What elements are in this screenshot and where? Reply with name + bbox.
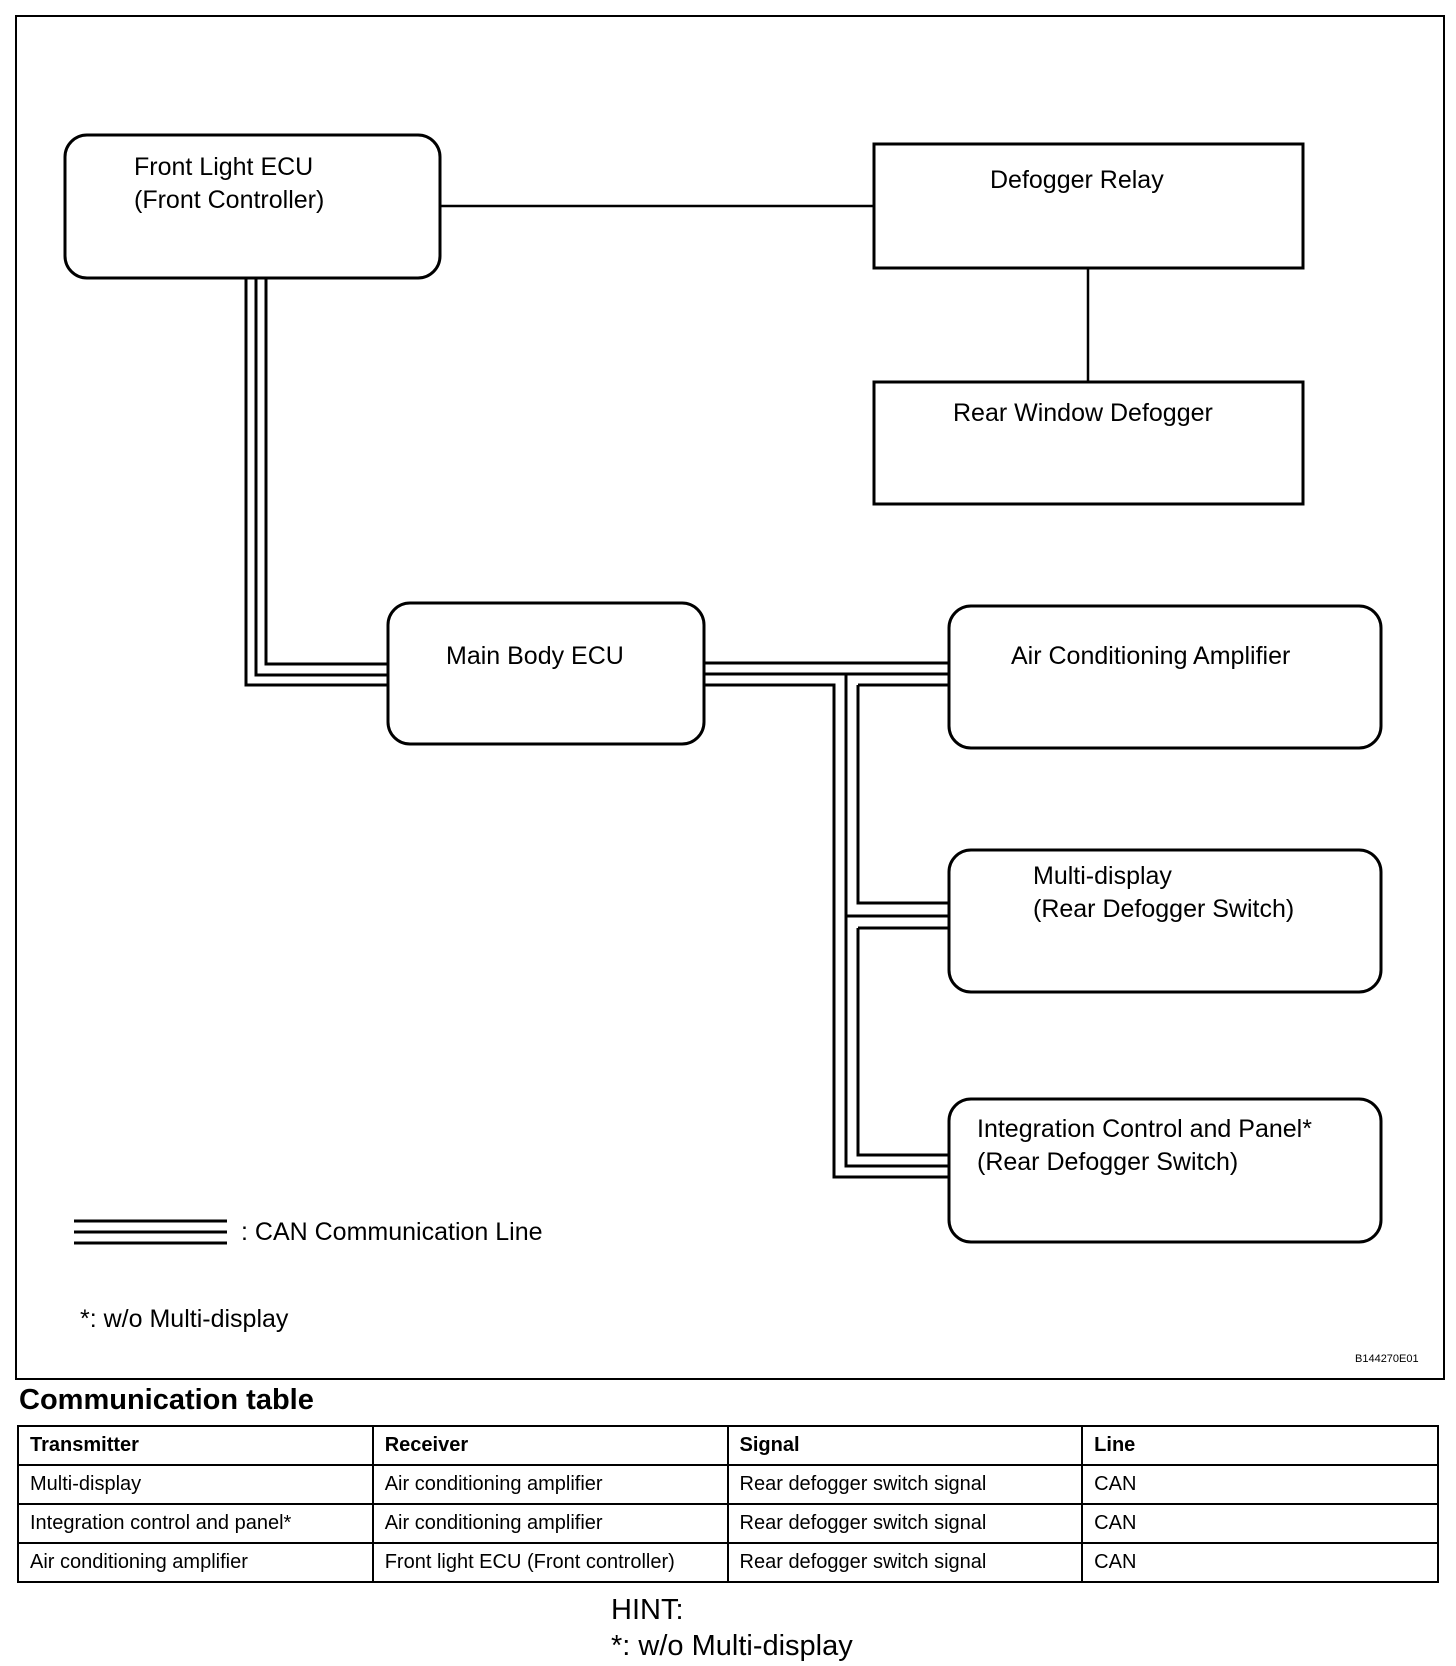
figure-code: B144270E01 — [1355, 1353, 1419, 1365]
node-label-air-conditioning-amplifier: Air Conditioning Amplifier — [1011, 642, 1290, 670]
column-header-signal: Signal — [726, 1425, 1084, 1466]
node-multi-display: Multi-display (Rear Defogger Switch) — [947, 848, 1383, 994]
system-diagram: Front Light ECU (Front Controller) Defog… — [15, 15, 1445, 1380]
node-label-defogger-relay: Defogger Relay — [990, 166, 1164, 194]
column-header-transmitter: Transmitter — [17, 1425, 374, 1466]
node-rear-window-defogger: Rear Window Defogger — [872, 380, 1305, 506]
table-header-row: Transmitter Receiver Signal Line — [17, 1425, 1439, 1466]
cell-line: CAN — [1081, 1464, 1439, 1505]
cell-signal: Rear defogger switch signal — [726, 1503, 1084, 1544]
communication-table: Transmitter Receiver Signal Line Multi-d… — [17, 1425, 1439, 1583]
node-label-main-body-ecu: Main Body ECU — [446, 642, 624, 670]
node-label-integration-control-panel-line2: (Rear Defogger Switch) — [977, 1148, 1238, 1176]
node-label-integration-control-panel-line1: Integration Control and Panel* — [977, 1115, 1312, 1143]
cell-receiver: Air conditioning amplifier — [371, 1503, 729, 1544]
node-label-multi-display-line1: Multi-display — [1033, 862, 1172, 890]
column-header-receiver: Receiver — [371, 1425, 729, 1466]
node-defogger-relay: Defogger Relay — [872, 142, 1305, 270]
table-row: Air conditioning amplifier Front light E… — [17, 1542, 1439, 1583]
cell-transmitter: Integration control and panel* — [17, 1503, 374, 1544]
communication-table-title: Communication table — [19, 1384, 314, 1416]
cell-line: CAN — [1081, 1503, 1439, 1544]
node-front-light-ecu: Front Light ECU (Front Controller) — [63, 133, 442, 280]
node-label-rear-window-defogger: Rear Window Defogger — [953, 399, 1213, 427]
node-main-body-ecu: Main Body ECU — [386, 601, 706, 746]
column-header-line: Line — [1081, 1425, 1439, 1466]
node-label-multi-display-line2: (Rear Defogger Switch) — [1033, 895, 1294, 923]
hint-label: HINT: — [611, 1594, 684, 1626]
cell-transmitter: Multi-display — [17, 1464, 374, 1505]
node-integration-control-panel: Integration Control and Panel* (Rear Def… — [947, 1097, 1383, 1244]
hint-text: *: w/o Multi-display — [611, 1630, 853, 1662]
diagram-footnote: *: w/o Multi-display — [80, 1305, 289, 1333]
hint-block: HINT: *: w/o Multi-display — [611, 1592, 853, 1664]
cell-signal: Rear defogger switch signal — [726, 1542, 1084, 1583]
can-bus-right — [704, 661, 949, 1179]
legend-can-line: : CAN Communication Line — [74, 1218, 543, 1246]
cell-transmitter: Air conditioning amplifier — [17, 1542, 374, 1583]
node-air-conditioning-amplifier: Air Conditioning Amplifier — [947, 604, 1383, 750]
cell-line: CAN — [1081, 1542, 1439, 1583]
node-label-front-light-ecu-line1: Front Light ECU — [134, 153, 313, 181]
cell-receiver: Air conditioning amplifier — [371, 1464, 729, 1505]
legend-label: : CAN Communication Line — [241, 1218, 543, 1246]
cell-signal: Rear defogger switch signal — [726, 1464, 1084, 1505]
node-label-front-light-ecu-line2: (Front Controller) — [134, 186, 324, 214]
cell-receiver: Front light ECU (Front controller) — [371, 1542, 729, 1583]
table-row: Integration control and panel* Air condi… — [17, 1503, 1439, 1544]
table-row: Multi-display Air conditioning amplifier… — [17, 1464, 1439, 1505]
can-line-front-to-main — [244, 278, 388, 687]
diagram-frame — [15, 15, 1445, 1380]
